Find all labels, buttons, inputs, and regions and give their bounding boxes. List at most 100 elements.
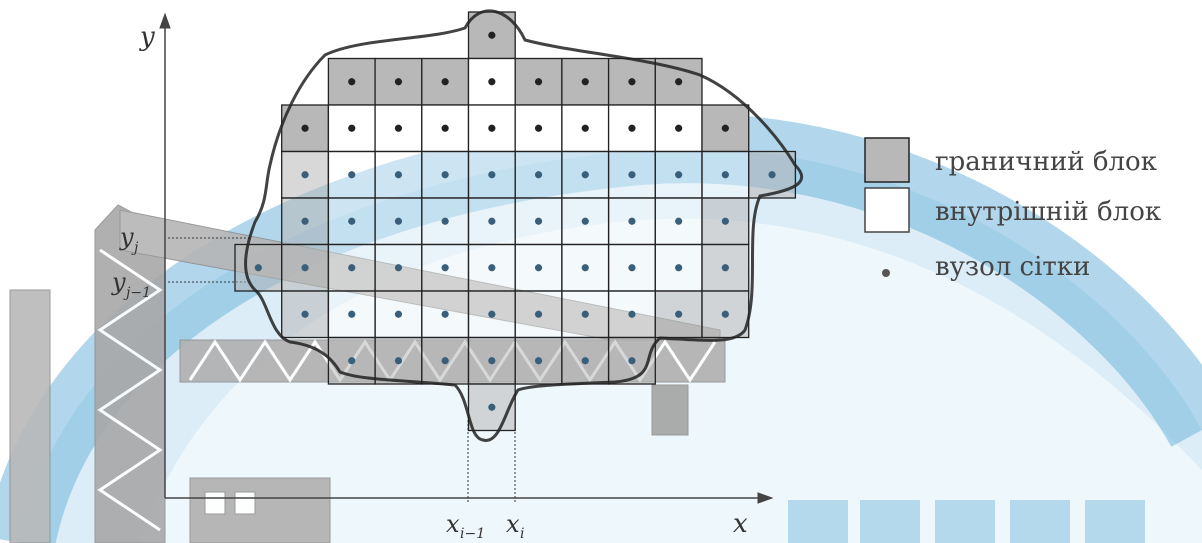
x-tick-labels: x i−1 x i (446, 510, 524, 542)
grid-node (675, 171, 683, 179)
grid-node (488, 310, 496, 318)
legend-swatch-interior (864, 187, 910, 233)
grid-node (628, 310, 636, 318)
grid-blocks (234, 11, 797, 432)
grid-node (348, 78, 356, 86)
grid-node (394, 310, 403, 318)
grid-node (488, 403, 496, 411)
grid-node (301, 124, 309, 132)
x-tick-i-base: x (506, 510, 520, 538)
grid-node (488, 171, 496, 179)
grid-node (488, 357, 496, 365)
grid-node (721, 310, 729, 318)
grid-node (488, 78, 496, 86)
y-tick-j-sub: j (131, 240, 139, 256)
grid-node (768, 171, 776, 179)
grid-node (721, 217, 729, 225)
grid-node (488, 264, 496, 272)
grid-node (301, 171, 309, 179)
grid-node (675, 78, 683, 86)
grid-nodes (254, 31, 776, 411)
grid-node (394, 217, 403, 225)
y-tick-jm1-sub: j−1 (123, 285, 151, 301)
y-axis-arrow (159, 12, 171, 29)
domain-boundary-curve (244, 9, 803, 442)
x-tick-im1-base: x (446, 510, 460, 538)
grid-node (348, 124, 356, 132)
grid-node (581, 171, 589, 179)
grid-node (534, 78, 543, 86)
grid-node (581, 264, 589, 272)
grid-node (254, 264, 262, 272)
interior-block (374, 104, 423, 153)
grid-node (534, 310, 543, 318)
grid-node (581, 124, 589, 132)
y-tick-j-base: y (119, 223, 134, 251)
grid-node (628, 78, 636, 86)
grid-node (675, 264, 683, 272)
grid-node (441, 124, 449, 132)
axes (159, 12, 774, 504)
grid-node (628, 171, 636, 179)
grid-node (675, 217, 683, 225)
grid-node (301, 217, 309, 225)
legend-swatch-node (882, 269, 890, 277)
grid-node (301, 264, 309, 272)
x-axis-arrow (757, 492, 774, 504)
grid-node (394, 264, 403, 272)
grid-node (628, 357, 636, 365)
x-axis-label: x (733, 509, 748, 539)
grid-node (348, 217, 356, 225)
y-tick-jm1-base: y (111, 268, 126, 296)
grid-node (394, 124, 403, 132)
grid-node (441, 78, 449, 86)
grid-node (628, 217, 636, 225)
x-tick-im1-sub: i−1 (460, 526, 485, 542)
grid-node (441, 357, 449, 365)
grid-node (675, 124, 683, 132)
grid-node (581, 217, 589, 225)
x-tick-i-sub: i (520, 526, 524, 542)
y-axis-label: y (139, 22, 155, 52)
boundary-block (421, 57, 470, 106)
grid-node (488, 124, 496, 132)
grid-node (348, 357, 356, 365)
grid-node (721, 264, 729, 272)
grid-node (581, 357, 589, 365)
legend-label-interior: внутрішній блок (935, 197, 1161, 227)
boundary-block (561, 336, 610, 385)
grid-node (534, 217, 543, 225)
legend: граничний блок внутрішній блок вузол сіт… (864, 137, 1161, 282)
watermark-letters (788, 500, 1145, 543)
grid-node (441, 310, 449, 318)
grid-node (534, 264, 543, 272)
grid-node (534, 124, 543, 132)
grid-node (488, 31, 496, 39)
y-tick-labels: y j y j−1 (111, 223, 151, 301)
grid-node (675, 310, 683, 318)
grid-node (348, 310, 356, 318)
grid-node (441, 171, 449, 179)
grid-node (628, 124, 636, 132)
legend-swatch-boundary (864, 137, 910, 183)
grid-node (394, 357, 403, 365)
grid-node (441, 217, 449, 225)
grid-node (348, 264, 356, 272)
grid-node (628, 264, 636, 272)
grid-node (394, 78, 403, 86)
grid-node (721, 171, 729, 179)
grid-node (348, 171, 356, 179)
grid-node (534, 171, 543, 179)
grid-node (581, 310, 589, 318)
grid-node (581, 78, 589, 86)
grid-node (534, 357, 543, 365)
grid-node (721, 124, 729, 132)
grid-node (441, 264, 449, 272)
grid-node (394, 171, 403, 179)
grid-node (488, 217, 496, 225)
legend-label-node: вузол сітки (935, 252, 1090, 282)
legend-label-boundary: граничний блок (935, 147, 1157, 177)
grid-node (301, 310, 309, 318)
